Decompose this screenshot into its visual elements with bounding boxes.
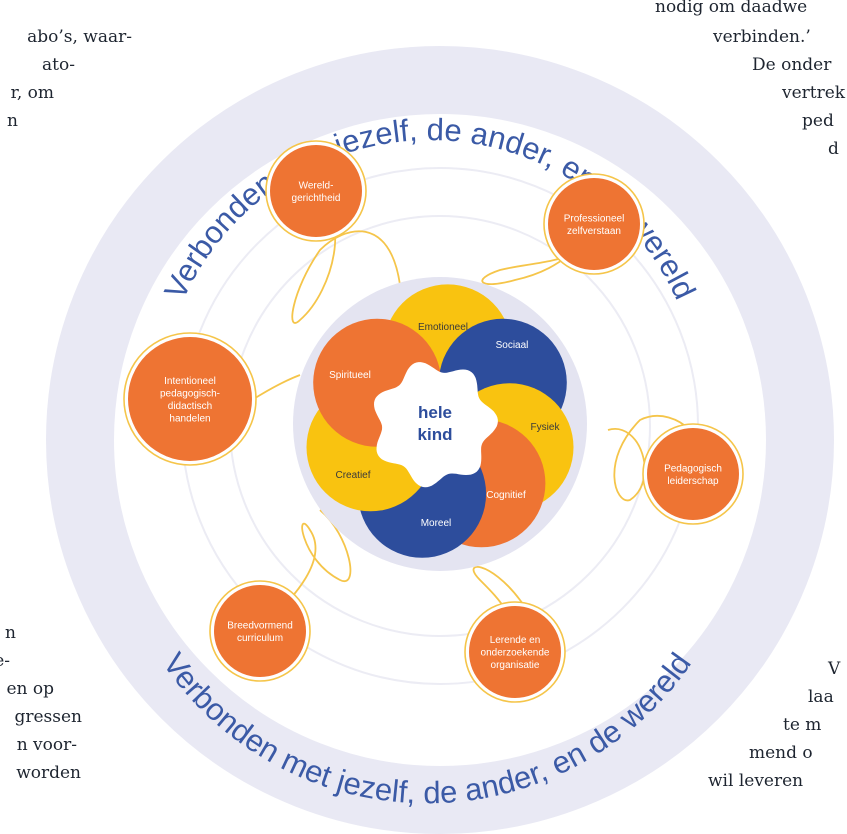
side-text-line: n	[5, 623, 16, 643]
side-text-line: en op	[6, 679, 54, 699]
side-text-line: te m	[783, 715, 822, 735]
side-text-line: e-	[0, 651, 10, 671]
side-text-line: verbinden.’	[713, 27, 811, 47]
side-text-line: n	[7, 111, 18, 131]
side-text-line: d	[828, 139, 839, 159]
competence-node-5: Breedvormend curriculum	[209, 580, 311, 682]
center-label-line-1: hele	[418, 403, 452, 422]
side-text-line: gressen	[14, 707, 82, 727]
competence-node-1: Wereld-gerichtheid	[265, 140, 367, 242]
node-fill	[647, 428, 739, 520]
thread-1	[291, 209, 401, 324]
node-fill	[270, 145, 362, 237]
node-label-line: onderzoekende	[481, 648, 550, 659]
node-label-line: Professioneel	[564, 213, 625, 224]
node-label-line: zelfverstaan	[567, 226, 621, 237]
node-label-line: didactisch	[168, 401, 212, 412]
node-label-line: Breedvormend	[227, 620, 293, 631]
node-label-line: organisatie	[491, 660, 540, 671]
node-fill	[128, 337, 252, 461]
center-star-shape	[374, 362, 498, 488]
thread-4	[607, 415, 691, 502]
side-text-line: nodig om daadwe	[655, 0, 808, 17]
node-label-line: Lerende en	[490, 635, 541, 646]
thread-5	[274, 509, 352, 616]
side-text-line: r, om	[10, 83, 54, 103]
petal-label-cognitief: Cognitief	[486, 490, 526, 501]
node-label-line: leiderschap	[667, 476, 719, 487]
competence-node-4: Pedagogisch leiderschap	[642, 423, 744, 525]
petal-label-fysiek: Fysiek	[531, 422, 561, 433]
petal-label-spiritueel: Spiritueel	[329, 370, 371, 381]
center-label-line-2: kind	[418, 425, 453, 444]
side-text-line: mend o	[749, 743, 813, 763]
side-text-line: V	[828, 659, 841, 679]
node-label-line: pedagogisch-	[160, 388, 220, 399]
node-fill	[469, 606, 561, 698]
petal-label-sociaal: Sociaal	[496, 340, 529, 351]
node-label-line: Pedagogisch	[664, 463, 722, 474]
node-label-line: gerichtheid	[292, 193, 341, 204]
side-text-line: wil leveren	[708, 771, 804, 791]
petal-label-emotioneel: Emotioneel	[418, 322, 468, 333]
side-text-line: De onder	[752, 55, 832, 75]
outer-ring-band	[46, 46, 834, 834]
petal-label-moreel: Moreel	[421, 518, 452, 529]
side-text-line: n voor-	[16, 735, 77, 755]
competence-node-3: Intentioneelpedagogisch-didactischhandel…	[123, 332, 257, 466]
node-label-line: Intentioneel	[164, 376, 216, 387]
side-text-line: ato-	[42, 55, 75, 75]
side-text-line: abo’s, waar-	[27, 27, 132, 47]
node-label-line: curriculum	[237, 633, 283, 644]
side-text-line: laa	[808, 687, 834, 707]
center-badge: hele kind	[374, 362, 498, 488]
node-label-line: handelen	[169, 413, 210, 424]
side-text-line: ped	[802, 111, 834, 131]
node-fill	[548, 178, 640, 270]
competence-node-2: Professioneel zelfverstaan	[543, 173, 645, 275]
node-fill	[214, 585, 306, 677]
petal-label-creatief: Creatief	[335, 470, 370, 481]
side-text-line: worden	[16, 763, 81, 783]
node-label-line: Wereld-	[299, 180, 334, 191]
side-text-line: vertrek	[782, 83, 846, 103]
